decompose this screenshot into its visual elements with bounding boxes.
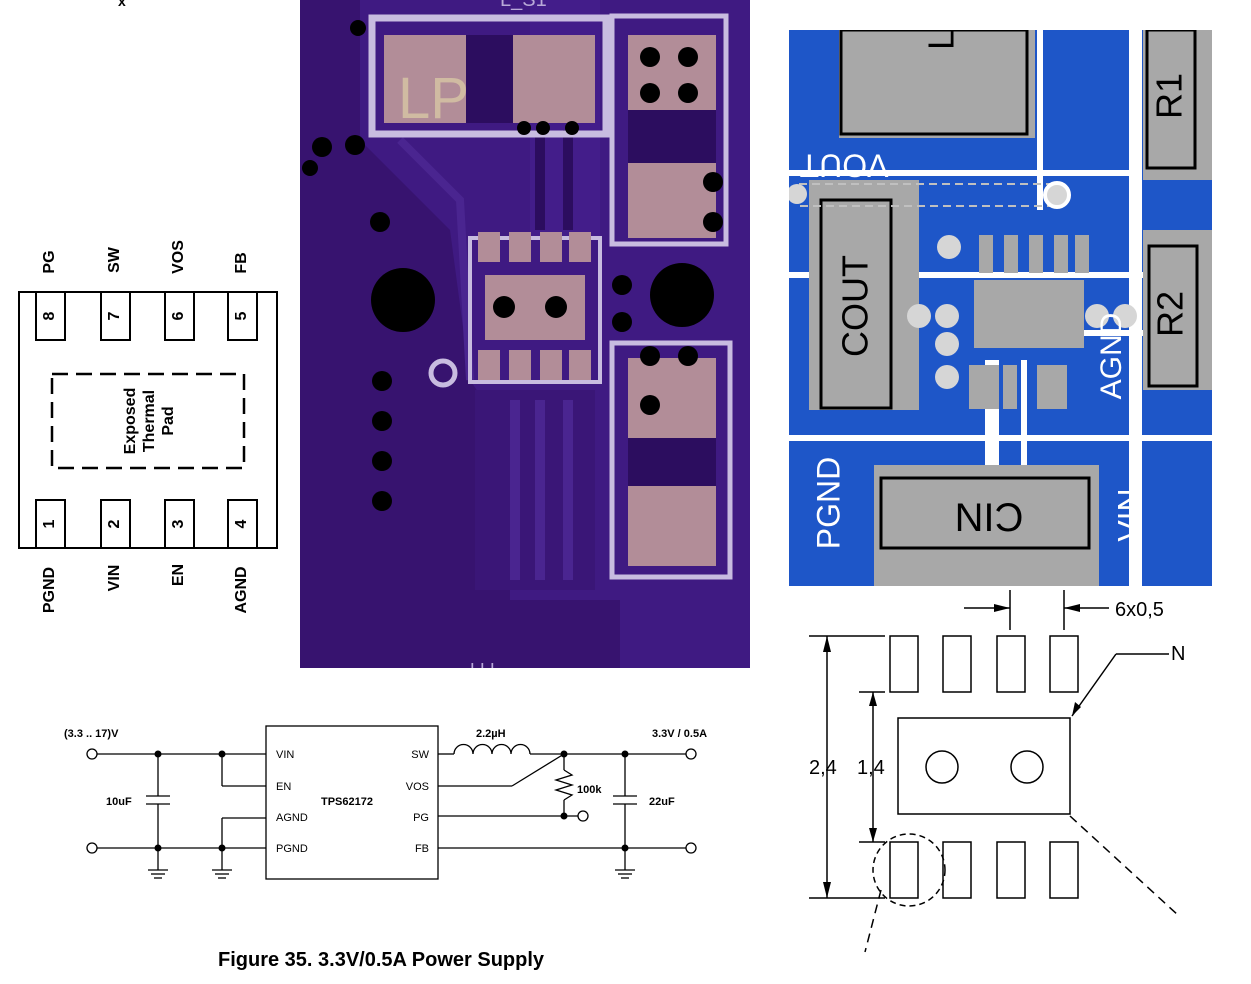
pad-label-line-2: Thermal xyxy=(141,390,158,452)
l-outline xyxy=(839,30,1029,136)
pin-6-name: VOS xyxy=(170,240,187,274)
svg-text:1: 1 xyxy=(41,519,58,528)
pcb-top-text: L_S1 xyxy=(500,0,547,11)
pitch-dimension-label: 6x0,5 xyxy=(1115,599,1164,621)
r1-label: R1 xyxy=(1149,73,1190,119)
pin-6: 6 VOS xyxy=(164,240,195,341)
cout-outline xyxy=(819,198,893,410)
pin-7-name: SW xyxy=(106,246,123,273)
cin-label: CIN xyxy=(955,494,1024,538)
svg-text:3: 3 xyxy=(170,519,187,528)
ic-silkscreen xyxy=(468,236,602,384)
purple-pcb-render: L_S1 LP LLL xyxy=(300,0,750,668)
ic-pin-vos: VOS xyxy=(406,781,429,793)
pin-1-name: PGND xyxy=(41,567,58,613)
svg-text:4: 4 xyxy=(233,519,250,528)
pin-3: 3 EN xyxy=(164,499,195,586)
cin-outline xyxy=(879,476,1091,550)
lp-pad-right xyxy=(513,35,595,123)
cap-silkscreen-top xyxy=(609,13,729,247)
ic-pin-pg: PG xyxy=(413,812,429,824)
r1-outline xyxy=(1145,30,1197,170)
agnd-label: AGND xyxy=(1095,313,1128,400)
r2-outline xyxy=(1147,244,1199,388)
pin-5-name: FB xyxy=(233,252,250,273)
vout-label: VOUT xyxy=(800,148,889,184)
svg-text:8: 8 xyxy=(41,311,58,320)
figure-caption: Figure 35. 3.3V/0.5A Power Supply xyxy=(218,949,545,971)
ic-pin-pgnd: PGND xyxy=(276,843,308,855)
top-fragment-text: x xyxy=(118,0,126,9)
pad-label-line-1: Exposed xyxy=(122,388,139,455)
cin-value-label: 10uF xyxy=(106,796,132,808)
pin-8: 8 PG xyxy=(35,250,66,341)
ic-pin-en: EN xyxy=(276,781,291,793)
pcb-bottom-text: LLL xyxy=(470,660,500,668)
ic-pin-fb: FB xyxy=(415,843,429,855)
svg-text:6: 6 xyxy=(170,311,187,320)
pin-7: 7 SW xyxy=(100,246,131,341)
pin-2-name: VIN xyxy=(106,565,123,592)
l-label: L xyxy=(921,30,962,50)
outer-height-label: 2,4 xyxy=(809,757,837,779)
pin-2: 2 VIN xyxy=(100,499,131,592)
resistor-label: 100k xyxy=(577,784,602,796)
output-label: 3.3V / 0.5A xyxy=(652,728,707,740)
pinout-diagram: x Exposed Thermal Pad 8 PG 7 SW 6 VOS 5 … xyxy=(18,0,278,614)
ic-pin-vin: VIN xyxy=(276,749,294,761)
cout-label: COUT xyxy=(835,255,876,357)
lp-pad-left xyxy=(384,35,466,123)
svg-text:2: 2 xyxy=(106,519,123,528)
svg-text:5: 5 xyxy=(233,311,250,320)
footprint-drawing: 6x0,5 2,4 1,4 N xyxy=(809,590,1185,953)
input-voltage-label: (3.3 .. 17)V xyxy=(64,728,119,740)
lp-label: LP xyxy=(398,66,469,131)
inductor-label: 2.2µH xyxy=(476,728,506,740)
exposed-pad-outline xyxy=(50,372,246,470)
inner-height-label: 1,4 xyxy=(857,757,885,779)
pin-4: 4 AGND xyxy=(227,499,258,614)
lp-silkscreen xyxy=(368,14,610,138)
pad-label-line-3: Pad xyxy=(160,406,177,435)
pin-4-name: AGND xyxy=(233,566,250,613)
pin-5: 5 FB xyxy=(227,252,258,341)
ic-pin-sw: SW xyxy=(411,749,429,761)
r2-label: R2 xyxy=(1150,291,1191,337)
ic-name-label: TPS62172 xyxy=(321,796,373,808)
vin-label: VIN xyxy=(1111,488,1147,541)
pin-8-name: PG xyxy=(41,250,58,273)
layout-pcb-render: L R1 VOUT COUT AGND R2 PGND CIN VIN xyxy=(789,30,1212,586)
cap-silkscreen-bottom xyxy=(609,340,733,580)
pgnd-label: PGND xyxy=(810,457,846,549)
pin-3-name: EN xyxy=(170,564,187,586)
cout-value-label: 22uF xyxy=(649,796,675,808)
pin-1: 1 PGND xyxy=(35,499,66,613)
callout-label: N xyxy=(1171,643,1185,665)
ic-pin-agnd: AGND xyxy=(276,812,308,824)
svg-text:7: 7 xyxy=(106,311,123,320)
schematic-diagram: (3.3 .. 17)V 3.3V / 0.5A 2.2µH 100k 10uF… xyxy=(64,725,707,971)
